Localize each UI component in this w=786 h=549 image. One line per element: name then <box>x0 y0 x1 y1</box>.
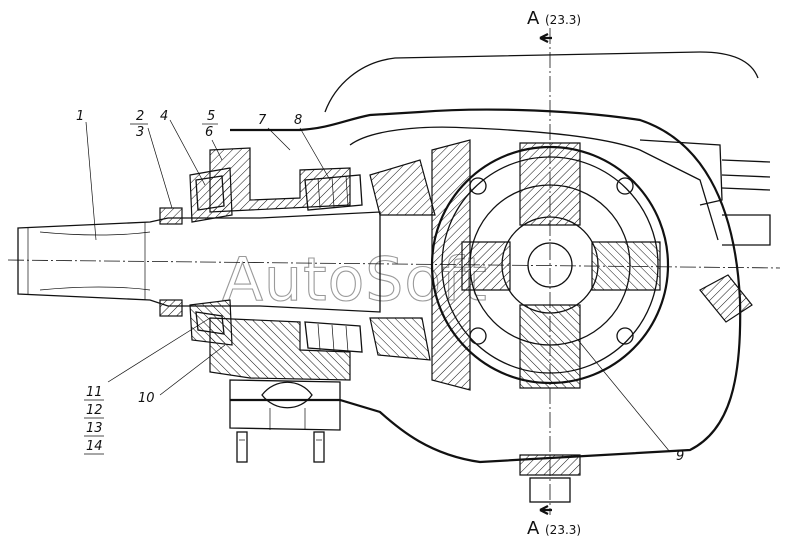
roller-bearing-lower-lines <box>317 323 349 353</box>
housing-outline <box>324 51 759 113</box>
callout-10: 10 <box>138 391 155 406</box>
section-letter-bottom: A <box>527 518 540 539</box>
callout-9: 9 <box>676 449 684 464</box>
housing-body <box>230 108 742 464</box>
drain-plug-body <box>519 454 581 476</box>
callout-11: 11 <box>86 385 103 400</box>
ring-gear-band <box>431 139 471 391</box>
housing-inner <box>349 126 719 241</box>
right-boss <box>722 214 771 246</box>
cage-bolt-1 <box>469 177 487 195</box>
callout-7: 7 <box>258 113 267 128</box>
section-ref-top: (23.3) <box>545 13 581 27</box>
section-letter-top: A <box>527 8 540 29</box>
pinion-upper <box>369 159 436 216</box>
callout-3: 3 <box>136 125 144 140</box>
callout-6: 6 <box>205 125 213 140</box>
bolt-left <box>236 431 248 463</box>
right-flange-lines <box>721 159 771 191</box>
seal-upper <box>159 207 183 225</box>
section-ref-bottom: (23.3) <box>545 523 581 537</box>
spider-arm-bottom <box>519 304 581 389</box>
callout-5: 5 <box>207 109 215 124</box>
cage-bolt-2 <box>616 177 634 195</box>
shaft-splines <box>39 231 151 291</box>
pinion-lower <box>369 317 431 361</box>
roller-bearing-upper <box>304 174 363 211</box>
spider-arm-right <box>591 241 661 291</box>
seal-lower <box>159 299 183 317</box>
housing-right-upper <box>639 139 723 206</box>
spider-arm-top <box>519 142 581 226</box>
mount-boss <box>261 381 313 409</box>
diff-center <box>527 242 573 288</box>
callout-4: 4 <box>160 109 168 124</box>
drain-plug-head <box>529 477 571 503</box>
cage-bolt-4 <box>616 327 634 345</box>
callout-13: 13 <box>86 421 103 436</box>
cage-bolt-3 <box>469 327 487 345</box>
callout-12: 12 <box>86 403 103 418</box>
section-arrow-bottom <box>539 505 552 515</box>
leader-lines <box>85 119 671 453</box>
callout-1: 1 <box>76 109 84 124</box>
callout-8: 8 <box>294 113 302 128</box>
bearing-housing-lower <box>209 317 351 381</box>
spider-arm-left <box>461 241 511 291</box>
callout-2: 2 <box>136 109 144 124</box>
bearing-housing-upper <box>209 147 351 213</box>
section-arrow-top <box>539 33 552 43</box>
roller-bearing-lines <box>317 175 349 209</box>
bolt-right <box>313 431 325 463</box>
right-plug <box>699 274 753 323</box>
roller-bearing-lower <box>304 321 363 353</box>
mount-base <box>229 379 341 431</box>
callout-14: 14 <box>86 439 103 454</box>
